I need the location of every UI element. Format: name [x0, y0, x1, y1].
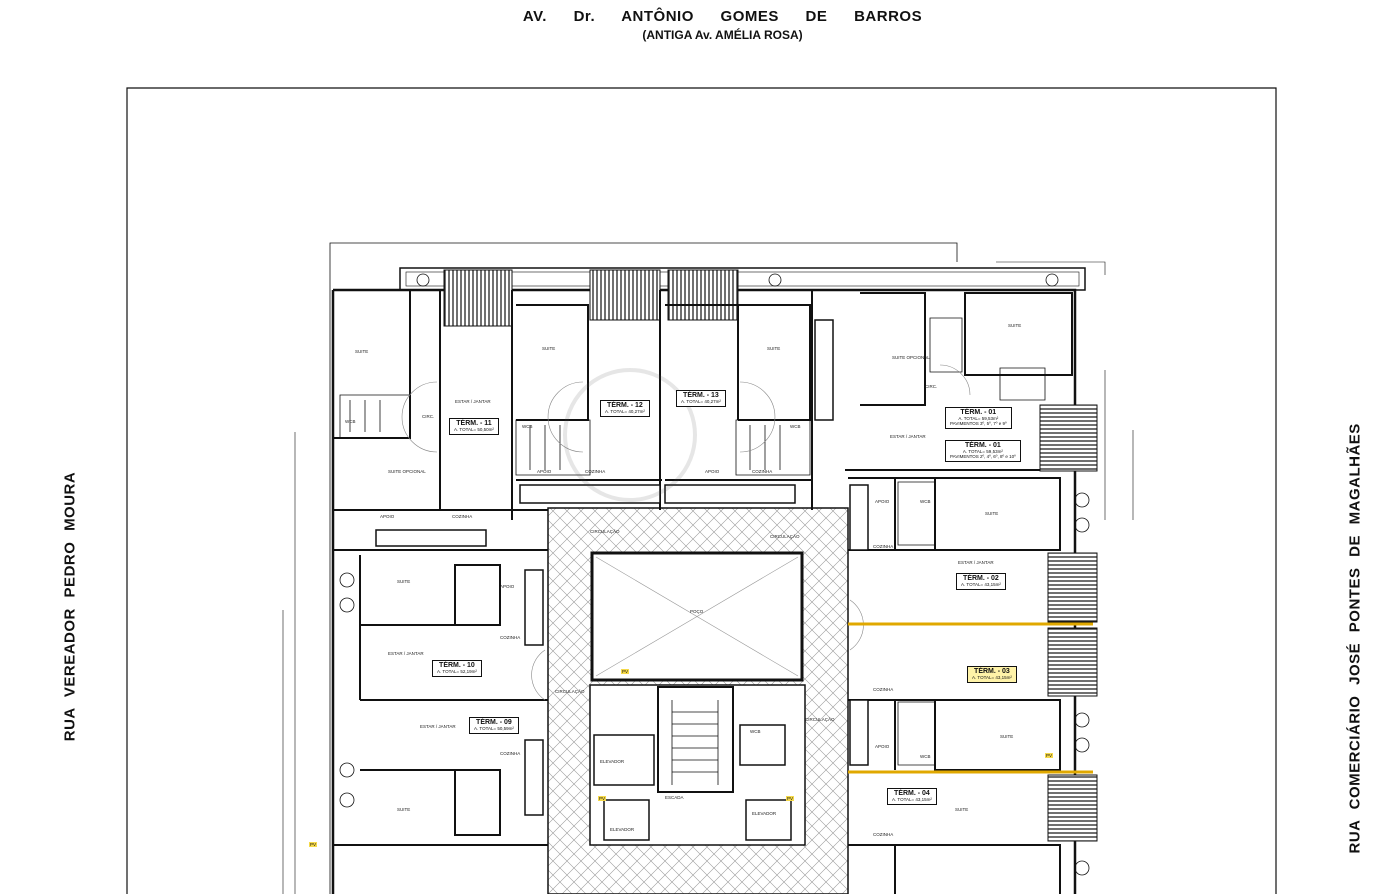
room-wc: WCB: [790, 424, 801, 429]
room-cozinha: COZINHA: [452, 514, 473, 519]
circulation-core: [547, 507, 849, 894]
room-suite-opcional: SUITE OPCIONAL: [388, 469, 426, 474]
pv-tag: PV: [786, 796, 795, 801]
lot-boundary: [126, 87, 1277, 894]
room-suite: SUITE: [1000, 734, 1014, 739]
room-apoio: APOIO: [875, 499, 890, 504]
pv-tag: PV: [309, 842, 318, 847]
room-poco: POÇO: [690, 609, 704, 614]
room-suite: SUITE: [1008, 323, 1022, 328]
room-wc: WCB: [522, 424, 533, 429]
room-cozinha: COZINHA: [873, 832, 894, 837]
room-estar: ESTAR / JANTAR: [388, 651, 424, 656]
room-suite: SUITE: [397, 807, 411, 812]
room-apoio: APOIO: [537, 469, 552, 474]
room-escada: ESCADA: [665, 795, 684, 800]
room-cozinha: COZINHA: [873, 544, 894, 549]
room-circulacao: CIRCULAÇÃO: [555, 689, 585, 694]
room-circulacao: CIRCULAÇÃO: [590, 529, 620, 534]
room-suite: SUITE: [985, 511, 999, 516]
room-cozinha: COZINHA: [752, 469, 773, 474]
room-suite: SUITE: [542, 346, 556, 351]
room-estar: ESTAR / JANTAR: [420, 724, 456, 729]
room-wc: WCB: [750, 729, 761, 734]
room-suite: SUITE: [767, 346, 781, 351]
room-apoio: APOIO: [380, 514, 395, 519]
room-elevador: ELEVADOR: [752, 811, 777, 816]
kitchen-counters: [375, 319, 869, 816]
room-estar: ESTAR / JANTAR: [958, 560, 994, 565]
room-suite: SUITE: [955, 807, 969, 812]
room-cozinha: COZINHA: [585, 469, 606, 474]
structural-beams: [848, 622, 1093, 774]
room-wc: WCB: [345, 419, 356, 424]
room-cozinha: COZINHA: [500, 635, 521, 640]
top-street-note: (ANTIGA Av. AMÉLIA ROSA): [642, 28, 803, 42]
wet-areas: [339, 273, 1090, 876]
room-wc: WCB: [920, 754, 931, 759]
room-circulacao: CIRCULAÇÃO: [805, 717, 835, 722]
pv-tag: PV: [598, 796, 607, 801]
pv-tag: PV: [621, 669, 630, 674]
room-cozinha: COZINHA: [873, 687, 894, 692]
pv-tag: PV: [1045, 753, 1054, 758]
room-circulacao: CIRCULAÇÃO: [770, 534, 800, 539]
room-apoio: APOIO: [500, 584, 515, 589]
room-circ: CIRC.: [422, 414, 435, 419]
room-circ: CIRC.: [925, 384, 938, 389]
room-wc: WCB: [920, 499, 931, 504]
room-elevador: ELEVADOR: [600, 759, 625, 764]
room-cozinha: COZINHA: [500, 751, 521, 756]
room-apoio: APOIO: [705, 469, 720, 474]
room-estar: ESTAR / JANTAR: [890, 434, 926, 439]
room-suite-opcional: SUITE OPCIONAL: [892, 355, 930, 360]
room-apoio: APOIO: [875, 744, 890, 749]
top-street-name: AV. Dr. ANTÔNIO GOMES DE BARROS: [522, 8, 923, 25]
room-suite: SUITE: [397, 579, 411, 584]
room-elevador: ELEVADOR: [610, 827, 635, 832]
room-estar: ESTAR / JANTAR: [455, 399, 491, 404]
room-suite: SUITE: [355, 349, 369, 354]
watermark-logo: [563, 368, 697, 502]
